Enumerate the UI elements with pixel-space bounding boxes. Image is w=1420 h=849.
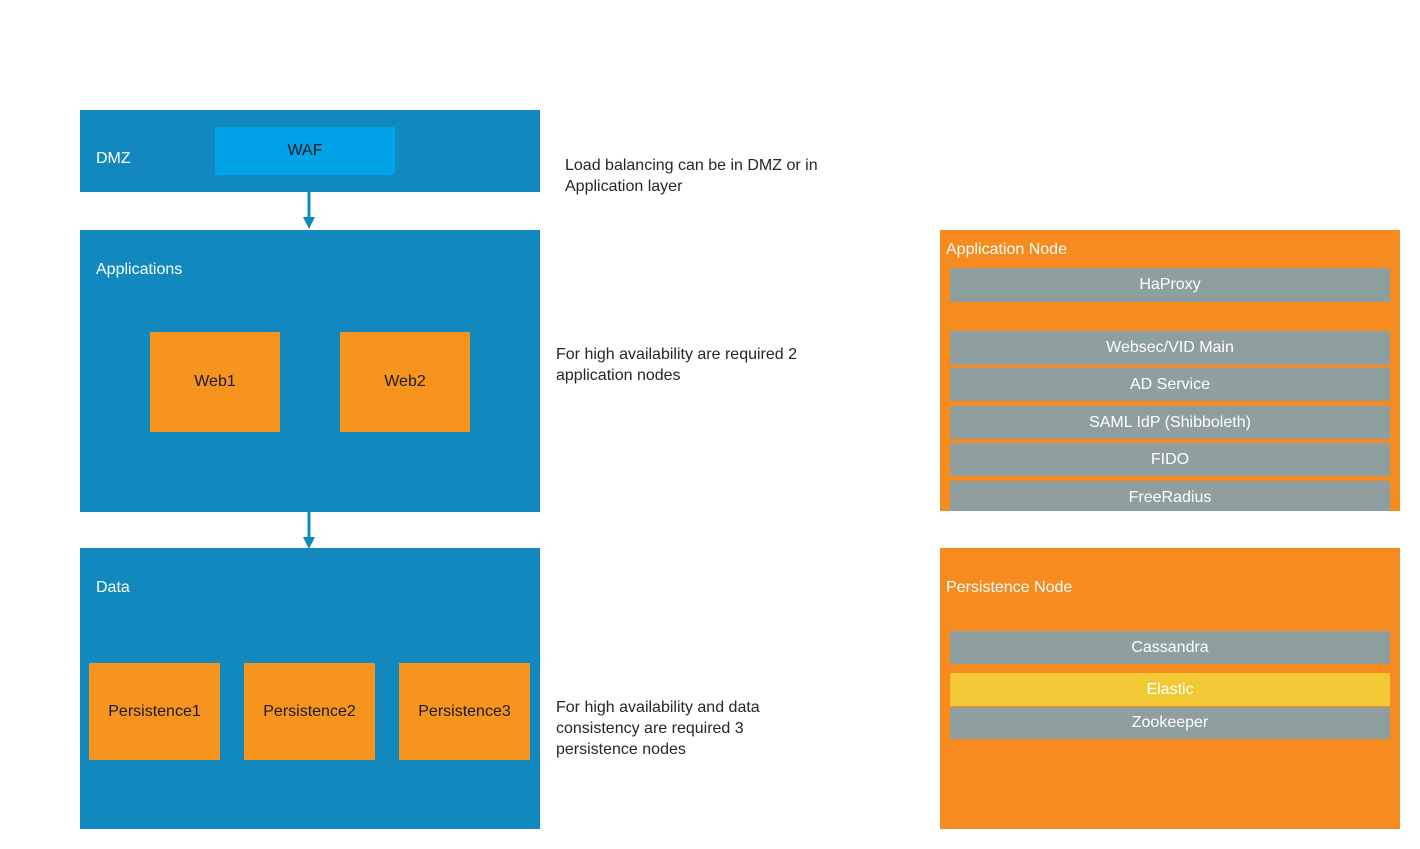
zone-data-label: Data	[96, 579, 130, 596]
note-dmz: Load balancing can be in DMZ or in Appli…	[565, 157, 818, 195]
service-cassandra[interactable]: Cassandra	[950, 631, 1390, 664]
service-cassandra-label: Cassandra	[1131, 638, 1209, 656]
component-persistence3[interactable]: Persistence3	[399, 663, 530, 760]
component-persistence3-label: Persistence3	[418, 702, 511, 720]
service-ad-service[interactable]: AD Service	[950, 368, 1390, 401]
connector-applications-to-data	[296, 512, 322, 550]
component-web1-label: Web1	[194, 373, 236, 390]
component-waf[interactable]: WAF	[215, 127, 395, 175]
component-persistence1-label: Persistence1	[108, 702, 201, 720]
service-saml-idp-label: SAML IdP (Shibboleth)	[1089, 413, 1251, 431]
component-waf-label: WAF	[287, 142, 323, 159]
service-websec-vid-main[interactable]: Websec/VID Main	[950, 331, 1390, 365]
note-data: For high availability and data consisten…	[556, 699, 760, 758]
node-panel-application-label: Application Node	[946, 241, 1067, 258]
node-panel-persistence[interactable]: Persistence Node Cassandra Elastic Zooke…	[940, 548, 1400, 829]
component-persistence2-label: Persistence2	[263, 702, 356, 720]
service-ad-service-label: AD Service	[1129, 375, 1211, 393]
service-saml-idp[interactable]: SAML IdP (Shibboleth)	[950, 406, 1390, 439]
component-web1[interactable]: Web1	[150, 332, 280, 432]
service-haproxy-label: HaProxy	[1139, 276, 1201, 293]
zone-applications-label: Applications	[96, 261, 183, 278]
service-websec-vid-main-label: Websec/VID Main	[1106, 339, 1234, 356]
service-fido[interactable]: FIDO	[950, 443, 1390, 476]
component-persistence2[interactable]: Persistence2	[244, 663, 375, 760]
service-zookeeper[interactable]: Zookeeper	[950, 707, 1390, 739]
service-zookeeper-label: Zookeeper	[1131, 714, 1209, 731]
service-freeradius[interactable]: FreeRadius	[950, 481, 1390, 511]
service-haproxy[interactable]: HaProxy	[950, 268, 1390, 302]
connector-dmz-to-applications	[296, 192, 322, 230]
service-elastic[interactable]: Elastic	[950, 673, 1390, 706]
service-elastic-label: Elastic	[1146, 680, 1194, 698]
note-applications: For high availability are required 2 app…	[556, 346, 798, 384]
component-persistence1[interactable]: Persistence1	[89, 663, 220, 760]
service-freeradius-label: FreeRadius	[1128, 488, 1212, 506]
node-panel-persistence-label: Persistence Node	[946, 579, 1073, 596]
node-panel-application[interactable]: Application Node HaProxy Websec/VID Main…	[940, 230, 1400, 511]
zone-dmz-label: DMZ	[96, 150, 131, 167]
zone-applications[interactable]: Applications	[80, 230, 540, 512]
service-fido-label: FIDO	[1150, 450, 1190, 468]
component-web2-label: Web2	[384, 373, 426, 390]
component-web2[interactable]: Web2	[340, 332, 470, 432]
